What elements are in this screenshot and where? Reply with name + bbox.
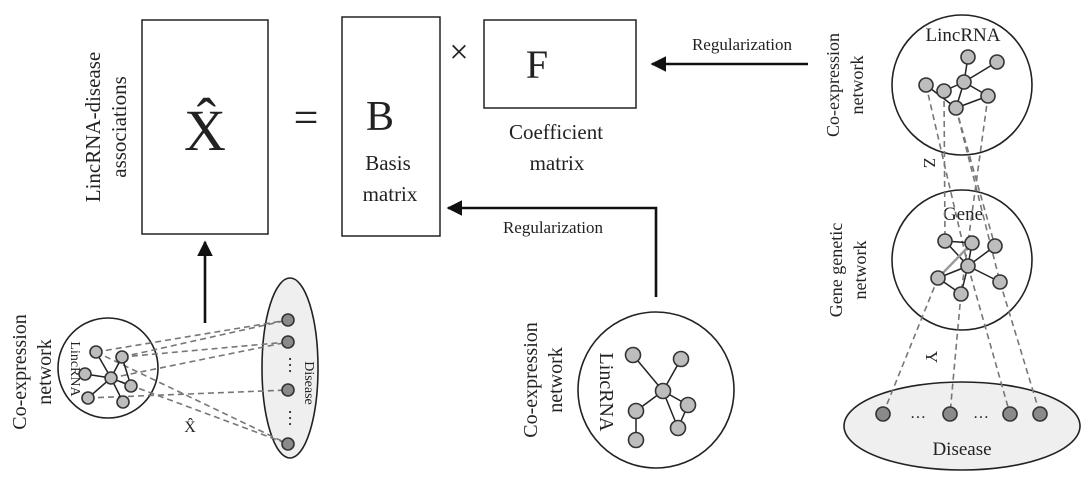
- right-top-side-label: Co-expression network: [823, 33, 867, 137]
- right-mid-side-line2: network: [850, 241, 870, 300]
- associations-line1: LincRNA-disease: [81, 52, 105, 202]
- z-label: Z: [920, 158, 939, 168]
- bottom-side-line1: Co-expression: [520, 322, 542, 438]
- basis-matrix-box: [341, 16, 441, 237]
- left-dots-1: …: [285, 356, 305, 374]
- left-disease-label: Disease: [301, 361, 316, 405]
- left-network: Co-expression network LincRNA Disease … …: [9, 277, 319, 459]
- right-top-side-line1: Co-expression: [823, 33, 843, 137]
- right-gene-label: Gene: [943, 204, 983, 225]
- right-mid-side-label: Gene genetic network: [826, 223, 870, 317]
- coefficient-line1: Coefficient: [509, 120, 603, 144]
- bottom-network: Co-expression network LincRNA: [520, 311, 735, 469]
- left-side-line1: Co-expression: [9, 314, 31, 430]
- bottom-regularization-arrow: [446, 200, 658, 297]
- left-lincrna-circle: [57, 317, 159, 419]
- right-dots-2: …: [973, 405, 989, 422]
- x-hat-matrix-box: [141, 19, 269, 235]
- associations-label: LincRNA-disease associations: [81, 52, 131, 202]
- basis-line2: matrix: [363, 182, 418, 206]
- right-disease-label: Disease: [932, 439, 991, 460]
- b-symbol: B: [366, 94, 394, 140]
- right-mid-side-line1: Gene genetic: [826, 223, 846, 317]
- coefficient-line2: matrix: [530, 151, 585, 175]
- right-dots-1: …: [910, 405, 926, 422]
- bottom-side-label: Co-expression network: [520, 322, 567, 438]
- right-lincrna-label: LincRNA: [926, 25, 1001, 46]
- equals-sign: =: [294, 93, 319, 142]
- right-top-side-line2: network: [847, 56, 867, 115]
- bottom-side-line2: network: [545, 347, 567, 413]
- left-lincrna-label: LincRNA: [67, 341, 82, 397]
- basis-line1: Basis: [365, 151, 411, 175]
- left-side-line2: network: [34, 339, 56, 405]
- x-hat-symbol: X̂: [184, 98, 226, 163]
- bottom-regularization-label: Regularization: [503, 218, 604, 237]
- top-regularization-label: Regularization: [692, 35, 793, 54]
- left-disease-ellipse: [261, 277, 319, 459]
- times-sign: ×: [449, 34, 468, 71]
- left-dots-2: …: [285, 409, 305, 427]
- y-label: Y: [922, 351, 941, 363]
- associations-line2: associations: [107, 76, 131, 177]
- bottom-lincrna-label: LincRNA: [595, 353, 617, 432]
- left-x-hat-label: X̂: [184, 417, 196, 436]
- right-disease-ellipse: [843, 381, 1081, 471]
- coefficient-matrix-box: [483, 19, 637, 109]
- right-network: Co-expression network Gene genetic netwo…: [823, 14, 1081, 471]
- left-side-label: Co-expression network: [9, 314, 56, 430]
- f-symbol: F: [526, 42, 548, 87]
